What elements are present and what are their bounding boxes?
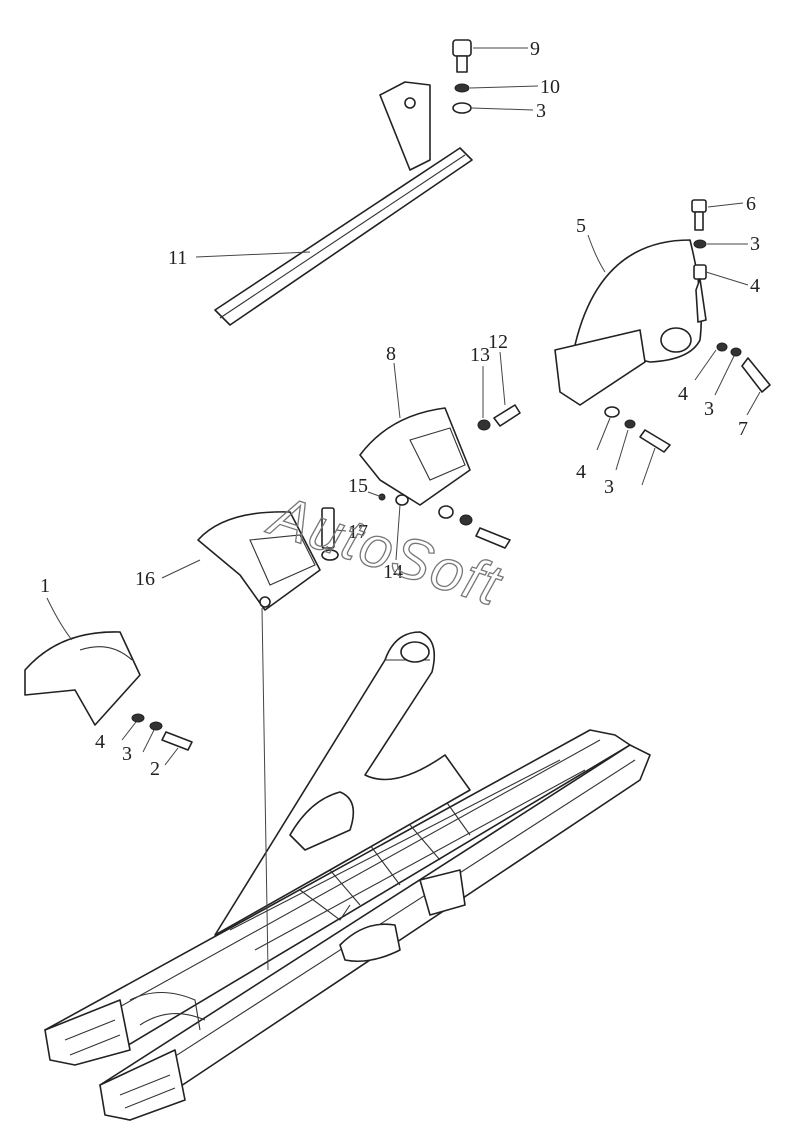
callout-5: 5 — [576, 215, 586, 237]
leader-lines — [46, 47, 761, 766]
callout-6: 6 — [746, 193, 756, 215]
callout-14: 14 — [383, 561, 403, 583]
callout-4: 4 — [750, 275, 760, 297]
callout-15: 15 — [348, 475, 368, 497]
callout-numbers: 9 10 3 11 6 3 5 4 13 12 8 4 3 7 4 3 15 1… — [40, 38, 760, 780]
part-5-round-cover — [554, 239, 703, 406]
callout-3: 3 — [122, 743, 132, 765]
callout-4: 4 — [678, 383, 688, 405]
callout-3: 3 — [536, 100, 546, 122]
main-frame — [44, 631, 651, 1121]
part-11-bracket-rod — [214, 81, 473, 326]
callout-3: 3 — [750, 233, 760, 255]
part-8-cover — [359, 407, 471, 506]
part-16-cover — [197, 511, 321, 971]
callout-4: 4 — [95, 731, 105, 753]
callout-4: 4 — [576, 461, 586, 483]
fasteners — [131, 39, 771, 751]
callout-8: 8 — [386, 343, 396, 365]
callout-9: 9 — [530, 38, 540, 60]
watermark-text: AutoSoft — [260, 482, 511, 619]
callout-10: 10 — [540, 76, 560, 98]
callout-3: 3 — [604, 476, 614, 498]
part-1-cover — [24, 631, 141, 726]
callout-13: 13 — [470, 344, 490, 366]
callout-16: 16 — [135, 568, 155, 590]
callout-11: 11 — [168, 247, 187, 269]
callout-17: 17 — [348, 521, 368, 543]
callout-12: 12 — [488, 331, 508, 353]
callout-1: 1 — [40, 575, 50, 597]
callout-7: 7 — [738, 418, 748, 440]
callout-3: 3 — [704, 398, 714, 420]
callout-2: 2 — [150, 758, 160, 780]
